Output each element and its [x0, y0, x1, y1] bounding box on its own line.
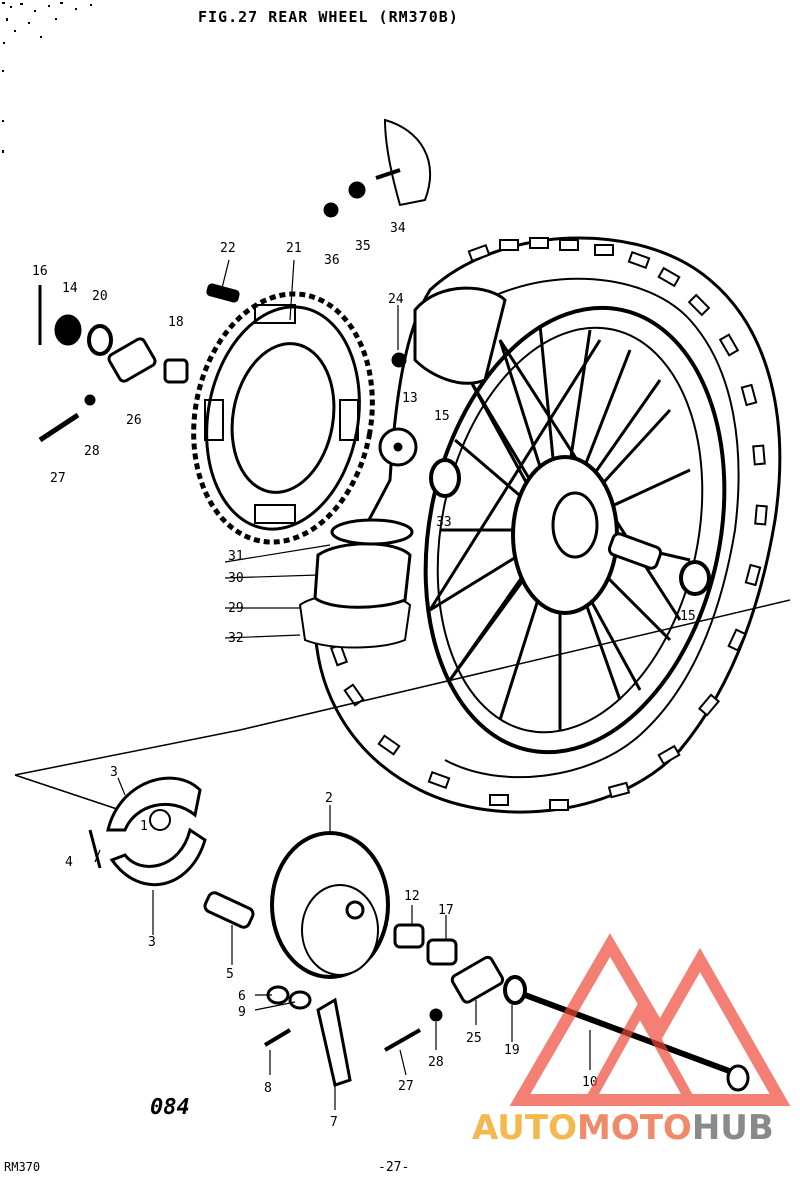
watermark-auto: AUTO	[472, 1108, 577, 1148]
cut-line-left	[14, 774, 121, 811]
brake-shoe-upper	[106, 776, 202, 832]
hub-axle-spacer	[607, 532, 663, 570]
callout-6: 6	[238, 989, 246, 1004]
callout-17: 17	[438, 903, 454, 918]
page-number: -27-	[378, 1160, 410, 1175]
callout-28a: 28	[84, 444, 100, 459]
watermark-hub: HUB	[691, 1108, 774, 1148]
callout-2: 2	[325, 791, 333, 806]
callout-27a: 27	[50, 471, 66, 486]
callout-24: 24	[388, 292, 404, 307]
lower-parts	[88, 776, 750, 1092]
callout-35: 35	[355, 239, 371, 254]
sprocket-21	[191, 291, 375, 545]
tread-blocks	[329, 237, 768, 811]
bearing-15-right	[679, 560, 711, 596]
callout-9: 9	[238, 1005, 246, 1020]
damper-34	[383, 118, 431, 207]
brake-shoe-lower	[109, 827, 207, 887]
callout-4: 4	[65, 855, 73, 870]
callout-33: 33	[436, 515, 452, 530]
callout-3b: 3	[148, 935, 156, 950]
callout-12: 12	[404, 889, 420, 904]
axle-10	[523, 992, 742, 1078]
callout-14: 14	[62, 281, 78, 296]
callout-29: 29	[228, 601, 244, 616]
callout-20: 20	[92, 289, 108, 304]
callout-22: 22	[220, 241, 236, 256]
callout-3a: 3	[110, 765, 118, 780]
watermark-moto: MOTO	[576, 1108, 692, 1148]
callout-25: 25	[466, 1031, 482, 1046]
callout-30: 30	[228, 571, 244, 586]
callout-27b: 27	[398, 1079, 414, 1094]
callout-15b: 15	[680, 609, 696, 624]
brake-cam-5	[203, 891, 255, 929]
tire-inner-edge	[444, 277, 740, 779]
rim-band-31	[330, 518, 414, 546]
brake-arm-7	[316, 997, 352, 1087]
callout-1: 1	[140, 819, 148, 834]
callout-19: 19	[504, 1043, 520, 1058]
callout-numbers: 16 14 20 22 21 36 35 34 18 26 28 27 24 1…	[32, 221, 696, 1130]
hub-flange	[511, 455, 619, 615]
callout-26: 26	[126, 413, 142, 428]
callout-16: 16	[32, 264, 48, 279]
watermark-logo	[509, 933, 791, 1106]
callout-5: 5	[226, 967, 234, 982]
cut-line-lower	[14, 729, 241, 776]
callout-13: 13	[402, 391, 418, 406]
leader-lines	[94, 259, 591, 1110]
callout-31: 31	[228, 549, 244, 564]
cut-line-upper	[239, 599, 791, 731]
small-parts-top	[38, 118, 507, 498]
callout-18: 18	[168, 315, 184, 330]
callout-32: 32	[228, 631, 244, 646]
rim-outer	[423, 305, 727, 755]
rear-wheel-assembly	[14, 236, 791, 814]
callout-36: 36	[324, 253, 340, 268]
callout-28b: 28	[428, 1055, 444, 1070]
callout-7: 7	[330, 1115, 338, 1130]
tube-30	[313, 542, 412, 609]
callout-34: 34	[390, 221, 406, 236]
model-code: RM370	[4, 1160, 41, 1174]
callout-21: 21	[286, 241, 302, 256]
callout-15a: 15	[434, 409, 450, 424]
figure-title: FIG.27 REAR WHEEL (RM370B)	[198, 8, 459, 26]
watermark-text: AUTOMOTOHUB	[472, 1108, 774, 1148]
diagram-ref-code: 084	[150, 1095, 190, 1120]
callout-8: 8	[264, 1081, 272, 1096]
hub-center	[551, 491, 599, 559]
scan-noise	[2, 2, 92, 153]
rim-inner	[436, 326, 704, 734]
